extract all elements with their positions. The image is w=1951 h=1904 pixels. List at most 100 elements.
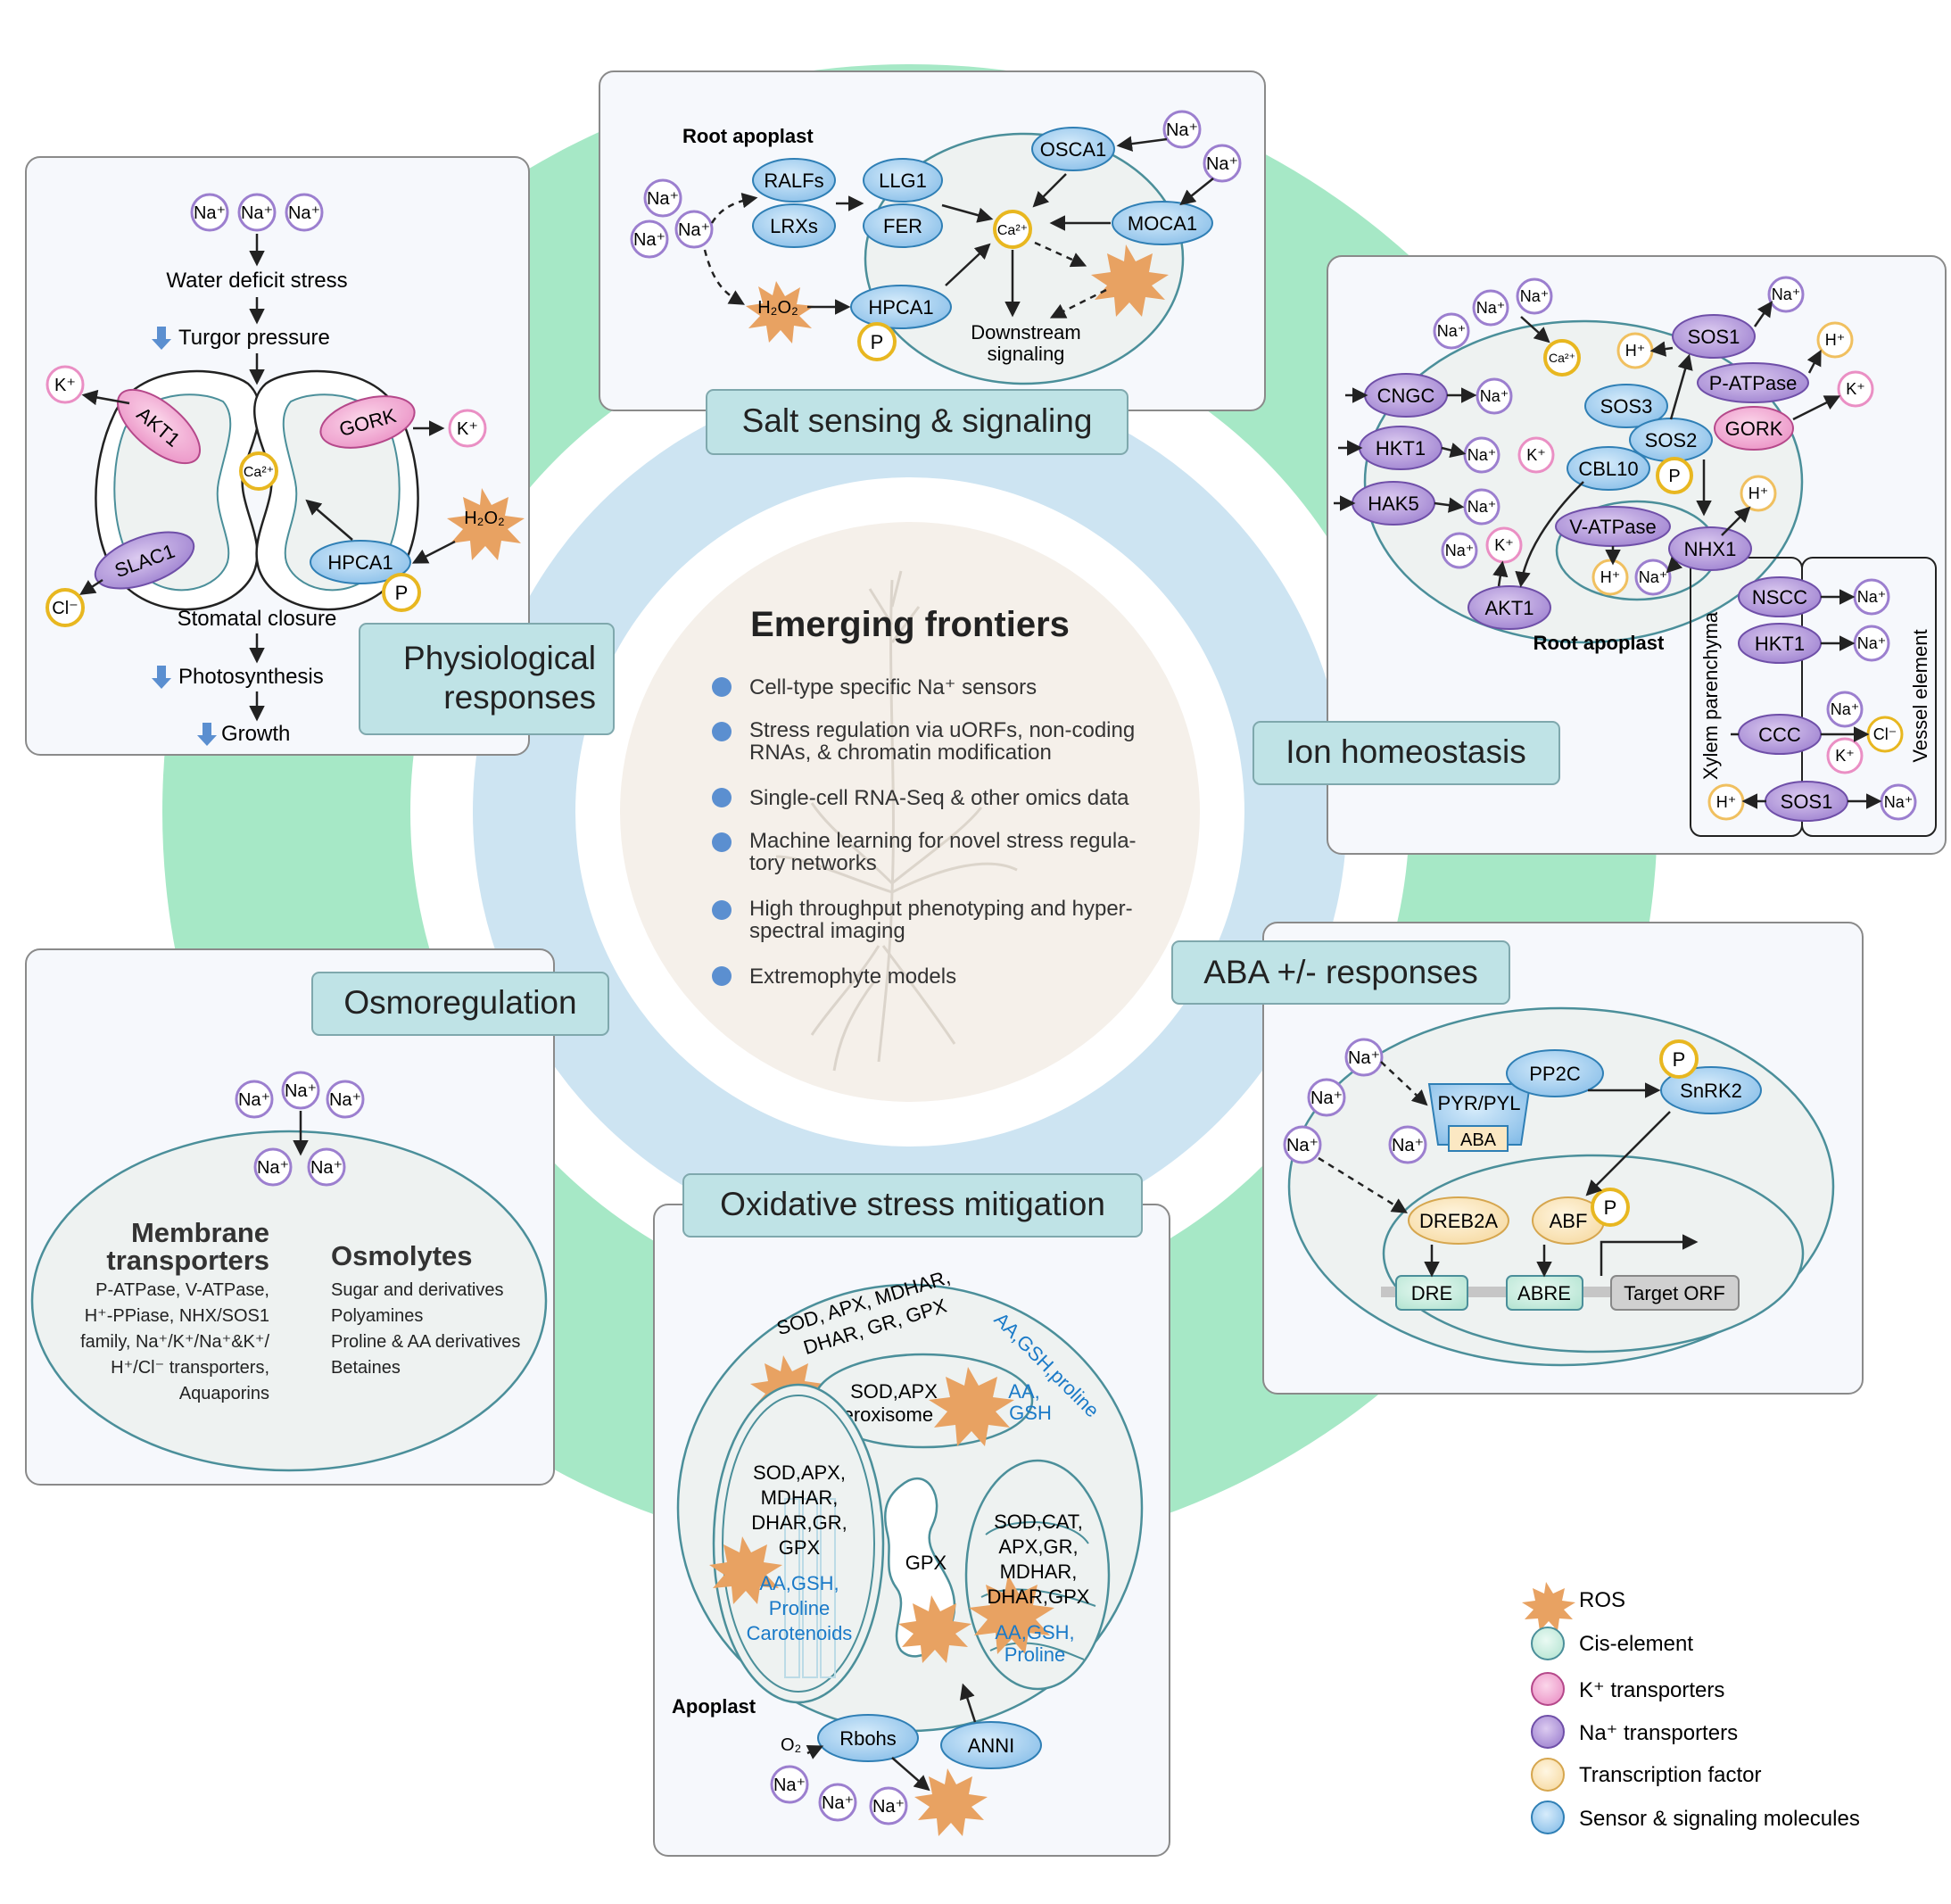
h-ion: H⁺ xyxy=(1625,342,1646,360)
turgor-label: Turgor pressure xyxy=(178,326,330,350)
ros-star xyxy=(746,281,814,344)
osmo-title-box xyxy=(311,972,609,1036)
xylem-label: Xylem parenchyma xyxy=(1699,611,1722,780)
membrane-line: H⁺-PPiase, NHX/SOS1 xyxy=(85,1306,269,1326)
photosynthesis-label: Photosynthesis xyxy=(178,665,324,689)
sos3-label: SOS3 xyxy=(1600,395,1653,418)
na-ion: Na⁺ xyxy=(241,203,273,223)
perox-aa-1: AA, xyxy=(1008,1380,1039,1403)
h-ion: H⁺ xyxy=(1600,568,1621,586)
membrane-line: H⁺/Cl⁻ transporters, xyxy=(111,1358,269,1378)
h2o2-label: H₂O₂ xyxy=(464,509,505,528)
membrane-line: P-ATPase, V-ATPase, xyxy=(95,1280,269,1300)
oxid-title: Oxidative stress mitigation xyxy=(720,1186,1105,1222)
membrane-title-1: Membrane xyxy=(131,1217,269,1248)
osmolytes-title: Osmolytes xyxy=(331,1240,473,1271)
osmolyte-line: Polyamines xyxy=(331,1306,423,1326)
na-ion: Na⁺ xyxy=(773,1776,806,1795)
stomatal-closure-label: Stomatal closure xyxy=(178,607,337,631)
center-item: tory networks xyxy=(749,851,877,875)
center-item: Machine learning for novel stress regula… xyxy=(749,829,1137,853)
osmolyte-line: Betaines xyxy=(331,1358,401,1378)
k-legend-icon xyxy=(1531,1672,1565,1706)
na-ion: Na⁺ xyxy=(633,230,665,250)
na-ion: Na⁺ xyxy=(329,1090,361,1110)
h-ion: H⁺ xyxy=(1825,331,1846,349)
down-arrow-icon xyxy=(152,666,171,689)
bullet xyxy=(712,900,732,920)
dreb2a-label: DREB2A xyxy=(1419,1210,1498,1232)
na-ion: Na⁺ xyxy=(1772,286,1801,303)
vatpase-label: V-ATPase xyxy=(1569,516,1656,538)
root-apoplast-label: Root apoplast xyxy=(1534,632,1665,654)
membrane-title-2: transporters xyxy=(106,1245,269,1276)
mito-blue: AA,GSH, xyxy=(995,1621,1074,1643)
ros-star xyxy=(898,1595,971,1663)
aba-nucleus xyxy=(1382,1154,1805,1353)
na-ion: Na⁺ xyxy=(1437,322,1467,340)
na-legend-icon xyxy=(1531,1715,1565,1749)
na-ion: Na⁺ xyxy=(1831,700,1860,718)
salt-title-box xyxy=(706,389,1128,455)
chloro-line: MDHAR, xyxy=(761,1486,839,1509)
water-deficit-label: Water deficit stress xyxy=(166,269,347,293)
h2o2-label: H₂O₂ xyxy=(757,298,798,318)
nscc-label: NSCC xyxy=(1752,586,1807,608)
na-ion: Na⁺ xyxy=(1520,287,1550,305)
nhx1-label: NHX1 xyxy=(1684,538,1737,560)
phospho-p: P xyxy=(1668,467,1680,486)
cis-legend-icon xyxy=(1531,1627,1565,1660)
center-item: High throughput phenotyping and hyper- xyxy=(749,897,1133,921)
vessel-element xyxy=(1801,557,1937,837)
chloro-blue: Proline xyxy=(769,1597,830,1619)
root-apoplast-label: Root apoplast xyxy=(682,125,814,147)
chloro-blue: Carotenoids xyxy=(747,1622,853,1644)
ros-star xyxy=(1091,244,1169,317)
ion-title-box xyxy=(1252,721,1560,785)
perox-aa-2: GSH xyxy=(1009,1402,1052,1424)
h-ion: H⁺ xyxy=(1716,793,1737,811)
k-ion: K⁺ xyxy=(1846,380,1865,398)
na-ion: Na⁺ xyxy=(1467,446,1497,464)
osmo-cell xyxy=(30,1130,548,1472)
growth-label: Growth xyxy=(221,722,290,746)
apoplast-label: Apoplast xyxy=(672,1695,756,1718)
chloroplast-inner xyxy=(722,1395,875,1693)
h-ion: H⁺ xyxy=(1748,484,1769,502)
na-ion: Na⁺ xyxy=(1445,542,1475,559)
salt-cell xyxy=(864,132,1185,385)
tf-legend-icon xyxy=(1531,1758,1565,1792)
center-item: RNAs, & chromatin modification xyxy=(749,741,1052,765)
na-ion: Na⁺ xyxy=(1310,1089,1343,1108)
na-ion: Na⁺ xyxy=(194,203,226,223)
vessel-label: Vessel element xyxy=(1909,629,1931,762)
ion-homeostasis-panel: Xylem parenchyma Vessel element Root apo… xyxy=(1327,255,1947,855)
legend-item: Transcription factor xyxy=(1579,1763,1762,1787)
mito-blue: Proline xyxy=(1004,1643,1065,1666)
chloro-line: GPX xyxy=(779,1536,821,1559)
na-ion: Na⁺ xyxy=(678,220,710,240)
patpase-label: P-ATPase xyxy=(1709,372,1798,394)
oxid-title-box xyxy=(682,1173,1143,1238)
phospho-p: P xyxy=(871,331,884,353)
aba-title: ABA +/- responses xyxy=(1203,954,1477,990)
o2-label: O₂ xyxy=(781,1735,801,1755)
cngc-label: CNGC xyxy=(1377,385,1435,407)
ca-ion: Ca²⁺ xyxy=(997,223,1028,238)
abf-label: ABF xyxy=(1550,1210,1588,1232)
moca1-label: MOCA1 xyxy=(1128,212,1197,235)
na-ion: Na⁺ xyxy=(1286,1136,1319,1155)
center-item: Extremophyte models xyxy=(749,964,956,989)
sos1-label: SOS1 xyxy=(1688,326,1740,348)
aba-title-box xyxy=(1171,940,1510,1005)
mito-line: MDHAR, xyxy=(1000,1560,1078,1583)
salt-sensing-panel: Root apoplast Na⁺ Na⁺ Na⁺ Na⁺ Na⁺ RALFs … xyxy=(599,70,1266,411)
pp2c-label: PP2C xyxy=(1529,1063,1581,1085)
abre-label: ABRE xyxy=(1517,1282,1571,1304)
hkt1-xylem-label: HKT1 xyxy=(1755,633,1805,655)
ros-star xyxy=(914,1768,988,1836)
na-ion: Na⁺ xyxy=(1857,634,1887,652)
na-ion: Na⁺ xyxy=(1639,568,1668,586)
osmo-title: Osmoregulation xyxy=(343,984,576,1021)
